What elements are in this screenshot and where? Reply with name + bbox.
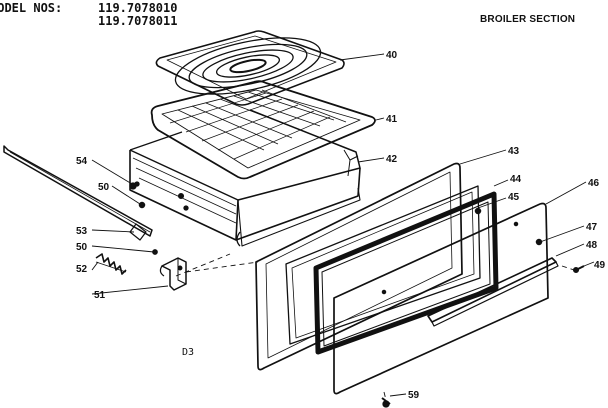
callout-52: 52 bbox=[76, 264, 88, 275]
leader-lines bbox=[91, 53, 595, 397]
callout-49: 49 bbox=[594, 260, 606, 271]
callout-50-hinge: 50 bbox=[76, 242, 88, 253]
callout-labels: 40 41 42 43 44 45 46 47 48 49 50 51 52 5… bbox=[76, 50, 606, 401]
broiler-drawer-box bbox=[129, 109, 361, 247]
callout-43: 43 bbox=[508, 146, 520, 157]
callout-46: 46 bbox=[588, 178, 600, 189]
figure-code: D3 bbox=[182, 347, 195, 358]
callout-41: 41 bbox=[386, 114, 398, 125]
callout-45: 45 bbox=[508, 192, 520, 203]
front-door-panel bbox=[333, 202, 549, 395]
callout-47: 47 bbox=[586, 222, 598, 233]
broiler-pan-insert bbox=[155, 30, 345, 106]
callout-48: 48 bbox=[586, 240, 598, 251]
callout-54: 54 bbox=[76, 156, 88, 167]
section-title: BROILER SECTION bbox=[480, 14, 576, 25]
model-label: MODEL NOS: bbox=[0, 1, 63, 15]
callout-51: 51 bbox=[94, 290, 106, 301]
callout-53: 53 bbox=[76, 226, 88, 237]
door-handle bbox=[427, 257, 559, 327]
outer-door-panel bbox=[255, 162, 463, 371]
spring bbox=[95, 253, 127, 275]
screws bbox=[129, 182, 585, 408]
callout-40: 40 bbox=[386, 50, 398, 61]
model-number-1: 119.7078010 bbox=[98, 1, 178, 15]
assembly-guide-lines bbox=[175, 253, 575, 401]
insulation-gasket bbox=[313, 191, 499, 355]
door-liner bbox=[285, 185, 481, 345]
broiler-pan bbox=[150, 80, 376, 180]
callout-59: 59 bbox=[408, 390, 420, 401]
callout-42: 42 bbox=[386, 154, 398, 165]
side-rail bbox=[3, 145, 153, 241]
hinge-bracket bbox=[152, 249, 187, 291]
model-number-2: 119.7078011 bbox=[98, 14, 178, 28]
callout-50-screw: 50 bbox=[98, 182, 110, 193]
callout-44: 44 bbox=[510, 174, 522, 185]
